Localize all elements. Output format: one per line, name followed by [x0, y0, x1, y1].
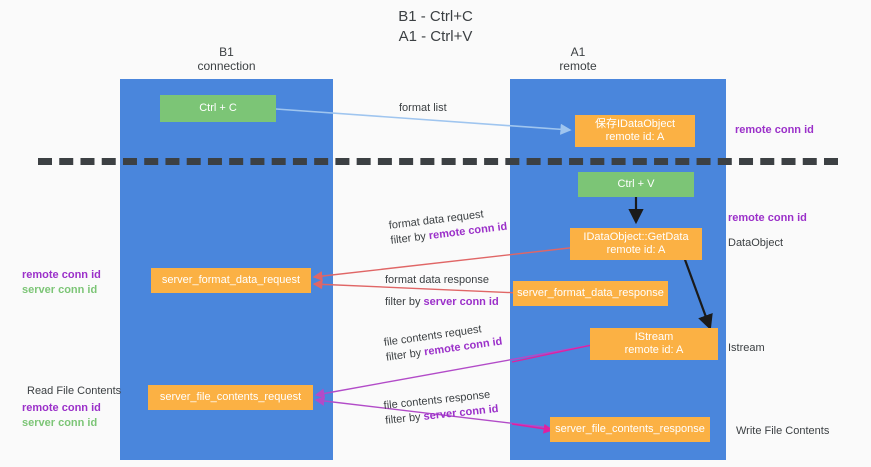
node-ctrl-c-label: Ctrl + C: [199, 102, 237, 114]
annotation-left-remote-conn-id-2: remote conn id: [22, 402, 101, 414]
edge-label-format-data-request: format data request filter by remote con…: [388, 205, 508, 249]
lane-header-b1-role: connection: [197, 59, 256, 73]
annotation-right-dataobject: DataObject: [728, 237, 784, 249]
node-istream-label: IStream: [634, 331, 674, 343]
node-save-idataobject-sub: remote id: A: [605, 131, 665, 143]
node-save-idataobject-label: 保存IDataObject: [594, 118, 676, 130]
annotation-left-remote-conn-id: remote conn id: [22, 269, 101, 281]
annotation-left-read-file-contents: Read File Contents: [27, 385, 122, 397]
node-server-file-contents-request[interactable]: server_file_contents_request: [148, 385, 313, 410]
annotation-right-istream: Istream: [728, 342, 765, 354]
annotation-left-server-conn-id: server conn id: [22, 284, 98, 296]
edge-label-format-data-response-line1: format data response: [385, 274, 489, 286]
annotation-left-conn-ids-2: remote conn id server conn id: [22, 401, 101, 431]
node-istream-sub: remote id: A: [624, 344, 684, 356]
annotation-right-remote-conn-mid: remote conn id: [728, 212, 807, 224]
annotation-right-remote-conn-top: remote conn id: [735, 124, 814, 136]
annotation-left-server-conn-id-2: server conn id: [22, 417, 98, 429]
node-server-format-data-request-label: server_format_data_request: [161, 274, 301, 286]
edge-label-file-contents-request: file contents request filter by remote c…: [383, 320, 503, 366]
edge-label-format-list: format list: [399, 101, 447, 116]
node-server-format-data-response[interactable]: server_format_data_response: [513, 281, 668, 306]
lane-header-b1-name: B1: [219, 45, 234, 59]
lane-header-a1-name: A1: [570, 45, 586, 59]
node-save-idataobject[interactable]: 保存IDataObject remote id: A: [575, 115, 695, 147]
node-server-format-data-request[interactable]: server_format_data_request: [151, 268, 311, 293]
page-title: B1 - Ctrl+C A1 - Ctrl+V: [0, 7, 871, 47]
node-server-file-contents-response-label: server_file_contents_response: [555, 423, 705, 435]
node-server-file-contents-response[interactable]: server_file_contents_response: [550, 417, 710, 442]
title-line-1: B1 - Ctrl+C: [398, 8, 473, 25]
lane-header-a1-role: remote: [559, 59, 597, 73]
node-ctrl-v[interactable]: Ctrl + V: [578, 172, 694, 197]
edge-label-file-contents-response: file contents response filter by server …: [383, 387, 499, 429]
node-idataobject-getdata[interactable]: IDataObject::GetData remote id: A: [570, 228, 702, 260]
node-idataobject-getdata-sub: remote id: A: [606, 244, 666, 256]
annotation-right-write-file-contents: Write File Contents: [736, 425, 830, 437]
edge-label-format-data-response-line2: filter by server conn id: [385, 296, 499, 308]
lane-header-b1: B1 connection: [120, 45, 333, 73]
title-line-2: A1 - Ctrl+V: [398, 28, 473, 45]
phase-divider: [38, 158, 838, 165]
node-server-format-data-response-label: server_format_data_response: [517, 287, 664, 299]
node-server-file-contents-request-label: server_file_contents_request: [159, 391, 302, 403]
node-istream[interactable]: IStream remote id: A: [590, 328, 718, 360]
node-ctrl-c[interactable]: Ctrl + C: [160, 95, 276, 122]
node-idataobject-getdata-label: IDataObject::GetData: [583, 231, 689, 243]
edge-label-format-list-line1: format list: [399, 102, 447, 114]
edge-label-format-data-response: format data response filter by server co…: [385, 273, 499, 310]
annotation-left-conn-ids: remote conn id server conn id: [22, 268, 101, 298]
lane-header-a1: A1 remote: [510, 45, 646, 73]
node-ctrl-v-label: Ctrl + V: [617, 178, 655, 190]
